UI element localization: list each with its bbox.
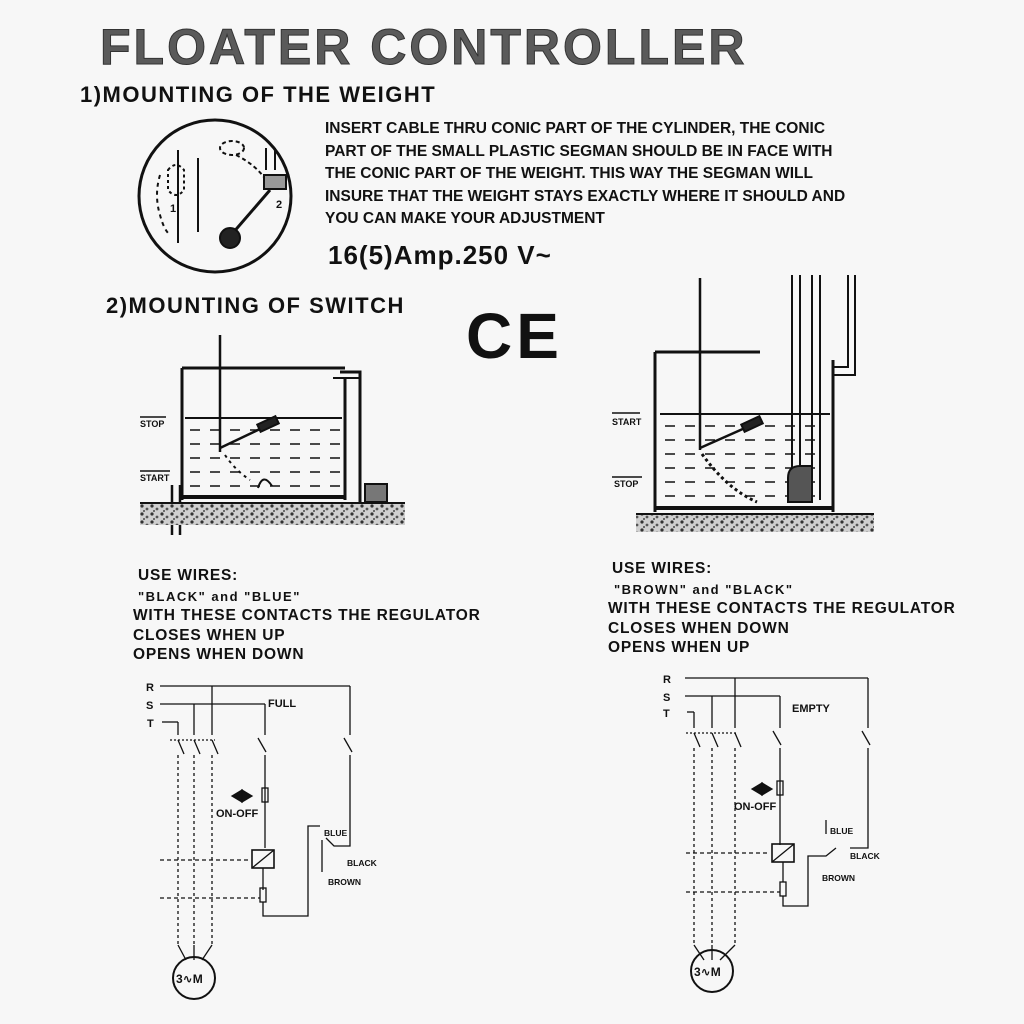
phase-label: R: [146, 682, 154, 694]
section-weight-heading: 1)MOUNTING OF THE WEIGHT: [80, 82, 437, 107]
wire-brown-label: BROWN: [328, 877, 361, 887]
phase-label: T: [147, 718, 154, 730]
right-level-stop: STOP: [614, 479, 638, 489]
instruction-line: YOU CAN MAKE YOUR ADJUSTMENT: [325, 210, 605, 227]
left-circuit: [160, 685, 353, 1000]
left-note-line: OPENS WHEN DOWN: [133, 646, 305, 663]
wire-brown-label: BROWN: [822, 873, 855, 883]
left-level-start: START: [140, 473, 170, 483]
phase-label: R: [663, 674, 671, 686]
on-off-label: ON-OFF: [216, 808, 258, 820]
switch-label-full: FULL: [268, 698, 296, 710]
left-wires-heading: USE WIRES:: [138, 567, 239, 584]
left-note-line: WITH THESE CONTACTS THE REGULATOR: [133, 607, 481, 624]
right-note-line: OPENS WHEN UP: [608, 639, 751, 656]
wire-black-label: BLACK: [850, 851, 881, 861]
motor-label: 3∿M: [694, 965, 721, 979]
ce-mark: CE: [466, 300, 563, 372]
section-switch-heading: 2)MOUNTING OF SWITCH: [106, 293, 405, 318]
instruction-line: THE CONIC PART OF THE WEIGHT. THIS WAY T…: [325, 165, 813, 182]
wire-black-label: BLACK: [347, 858, 378, 868]
instruction-line: INSURE THAT THE WEIGHT STAYS EXACTLY WHE…: [325, 187, 846, 205]
right-tank: [612, 275, 874, 532]
step-label: 1: [170, 203, 176, 215]
right-note-line: WITH THESE CONTACTS THE REGULATOR: [608, 600, 956, 617]
phase-label: S: [146, 700, 153, 712]
wire-blue-label: BLUE: [324, 828, 347, 838]
switch-label-empty: EMPTY: [792, 703, 831, 715]
electrical-rating: 16(5)Amp.250 V~: [328, 240, 552, 270]
weight-mounting-figure: 1 2: [137, 118, 293, 274]
left-wires-colors: "BLACK" and "BLUE": [138, 589, 301, 604]
right-note-line: CLOSES WHEN DOWN: [608, 620, 790, 637]
right-level-start: START: [612, 417, 642, 427]
page-title: FLOATER CONTROLLER: [99, 19, 748, 76]
instruction-line: INSERT CABLE THRU CONIC PART OF THE CYLI…: [325, 120, 826, 137]
weight-instructions: INSERT CABLE THRU CONIC PART OF THE CYLI…: [325, 118, 935, 231]
wire-blue-label: BLUE: [830, 826, 853, 836]
instruction-line: PART OF THE SMALL PLASTIC SEGMAN SHOULD …: [325, 142, 833, 160]
right-wires-heading: USE WIRES:: [612, 560, 713, 577]
left-tank: [140, 335, 405, 535]
right-circuit: [685, 677, 871, 993]
on-off-label: ON-OFF: [734, 801, 776, 813]
right-wires-colors: "BROWN" and "BLACK": [614, 582, 794, 597]
motor-label: 3∿M: [176, 972, 203, 986]
left-note-line: CLOSES WHEN UP: [133, 627, 286, 644]
step-label: 2: [276, 199, 282, 211]
left-level-stop: STOP: [140, 419, 164, 429]
phase-label: S: [663, 692, 670, 704]
phase-label: T: [663, 708, 670, 720]
